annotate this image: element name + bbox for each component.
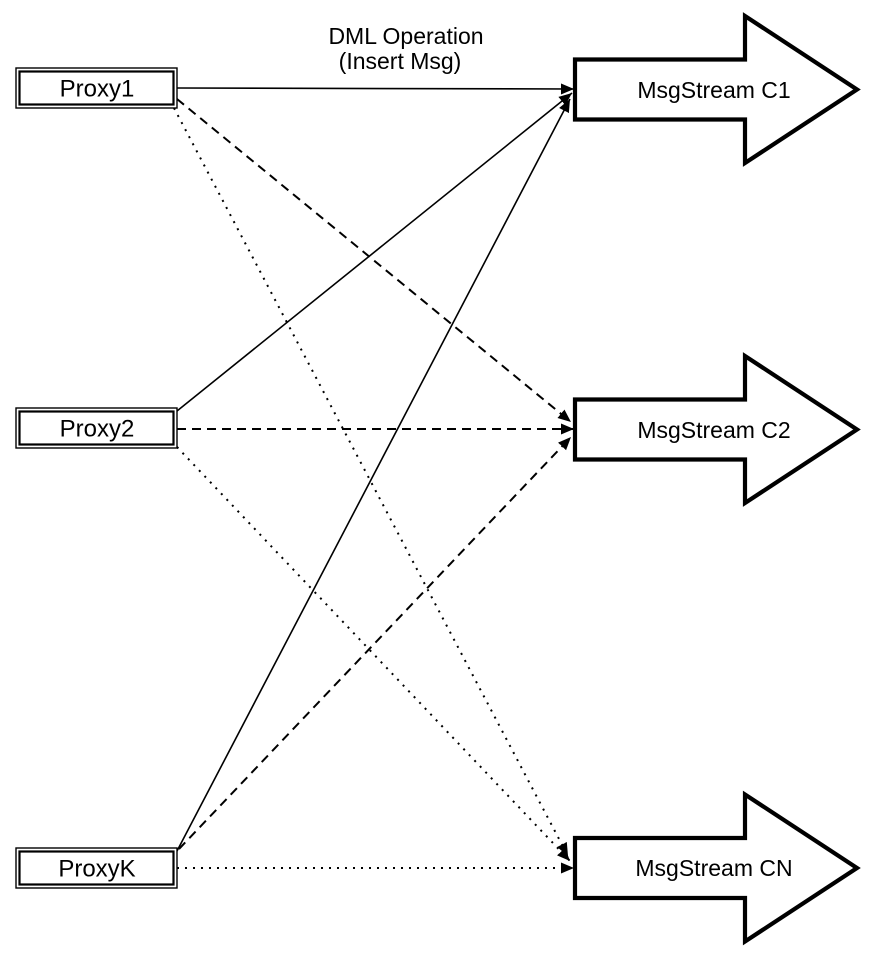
caption-line1: DML Operation bbox=[328, 23, 483, 49]
edge-proxyk-c1-solid bbox=[176, 98, 571, 852]
edge-proxy1-c1-solid bbox=[176, 83, 575, 95]
caption-line2: (Insert Msg) bbox=[339, 48, 462, 74]
msgstream-cn-label: MsgStream CN bbox=[635, 855, 792, 881]
proxy1-label: Proxy1 bbox=[60, 76, 135, 103]
proxy2-box-inner bbox=[18, 410, 175, 446]
proxyk-label: ProxyK bbox=[58, 856, 135, 883]
proxy2-label: Proxy2 bbox=[60, 416, 135, 443]
msgstream-c2-label: MsgStream C2 bbox=[637, 417, 790, 443]
connection-lines bbox=[173, 83, 575, 874]
edge-proxy1-cn-dotted bbox=[173, 107, 569, 857]
msgstream-c2-shape bbox=[572, 352, 861, 507]
edge-proxy1-c2-dashed bbox=[176, 98, 572, 423]
edge-proxyk-c2-dashed bbox=[178, 436, 572, 850]
edge-proxy2-c1-solid bbox=[176, 92, 573, 412]
msgstream-c2-arrow: MsgStream C2 bbox=[572, 352, 861, 507]
msgstream-c1-label: MsgStream C1 bbox=[637, 77, 790, 103]
proxy1-node: Proxy1 bbox=[15, 67, 178, 109]
edge-proxy2-cn-dotted bbox=[176, 446, 571, 862]
msgstream-c1-arrow: MsgStream C1 bbox=[572, 12, 861, 167]
msgstream-cn-arrow: MsgStream CN bbox=[572, 790, 861, 946]
proxyk-box-inner bbox=[18, 850, 175, 886]
proxyk-node: ProxyK bbox=[15, 847, 178, 889]
msgstream-cn-shape bbox=[572, 790, 861, 946]
proxy1-box-inner bbox=[18, 70, 175, 106]
proxy2-node: Proxy2 bbox=[15, 407, 178, 449]
msgstream-c1-shape bbox=[572, 12, 861, 167]
diagram-caption: DML Operation (Insert Msg) bbox=[328, 23, 483, 74]
